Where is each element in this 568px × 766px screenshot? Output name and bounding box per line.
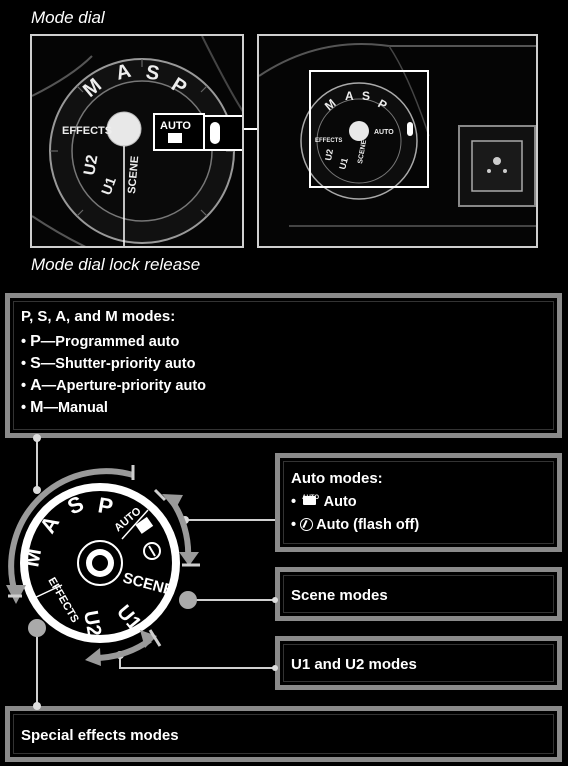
photo2-dial-effects: EFFECTS [315, 138, 342, 144]
camera-top-photo: M A S P AUTO SCENE U1 U2 EFFECTS [257, 34, 538, 248]
effects-title: Special effects modes [21, 727, 179, 744]
list-item: • Auto (flash off) [291, 517, 420, 533]
photo2-dial-a: A [345, 89, 354, 103]
arrowhead [85, 648, 101, 666]
dial-u1: U1 [112, 601, 145, 635]
arrowhead [179, 552, 199, 566]
mode-dial-closeup-photo: M A S P EFFECTS U2 U1 SCENE AUTO [30, 34, 244, 248]
dial-p: P [96, 492, 115, 519]
arrowhead [162, 494, 183, 510]
mode-dial-caption: Mode dial [31, 8, 105, 27]
dial-highlight-frame [309, 70, 429, 188]
arrowhead [6, 585, 26, 604]
lock-release-caption: Mode dial lock release [31, 255, 201, 274]
auto-list: • AUTO Auto • Auto (flash off) [291, 491, 419, 537]
camera-icon [168, 133, 182, 143]
photo-dial-scene: SCENE [126, 155, 141, 194]
photo2-dial-auto: AUTO [374, 129, 394, 136]
dial-flash-off-icon [143, 542, 161, 560]
user-modes-panel: U1 and U2 modes [275, 636, 562, 690]
photo-dial-s: S [144, 61, 161, 85]
list-item: • S—Shutter-priority auto [21, 355, 196, 372]
psam-list: • P—Programmed auto • S—Shutter-priority… [21, 331, 206, 419]
photo2-dial-u1: U1 [337, 157, 350, 171]
connector-user [119, 655, 275, 669]
auto-title: Auto modes: [291, 470, 383, 487]
psam-title: P, S, A, and M modes: [21, 308, 176, 325]
psam-range-arc [8, 468, 134, 597]
dial-u2: U2 [79, 609, 105, 638]
dial-s: S [64, 491, 88, 520]
photo-dial-auto: AUTO [160, 120, 191, 132]
scene-modes-panel: Scene modes [275, 567, 562, 621]
index-mark [210, 122, 220, 144]
photo-dial-u2: U2 [81, 154, 101, 177]
dial-face [28, 491, 172, 635]
mode-dial-closeup-illustration: M A S P EFFECTS U2 U1 SCENE AUTO [32, 36, 242, 246]
dial-effects: EFFECTS [45, 576, 80, 625]
dial-camera-icon [135, 516, 154, 534]
effects-marker-dot [28, 619, 46, 637]
auto-range-arc [167, 496, 192, 561]
psam-modes-panel: P, S, A, and M modes: • P—Programmed aut… [5, 293, 562, 438]
dial-outer-ring [20, 483, 180, 643]
list-item: • P—Programmed auto [21, 333, 180, 350]
dial-m: M [18, 546, 46, 568]
dial-a: A [35, 511, 65, 537]
effects-modes-panel: Special effects modes [5, 706, 562, 762]
dial-scene: SCENE [121, 569, 175, 599]
photo2-dial-u2: U2 [323, 148, 335, 161]
camera-top-illustration: M A S P AUTO SCENE U1 U2 EFFECTS [259, 43, 536, 227]
user-range-arc [91, 637, 152, 662]
scene-title: Scene modes [291, 587, 388, 604]
photo-dial-u1: U1 [98, 175, 119, 197]
list-item: • A—Aperture-priority auto [21, 377, 207, 394]
auto-camera-icon: AUTO [300, 493, 320, 507]
flash-off-icon [300, 518, 314, 531]
photo-dial-effects: EFFECTS [62, 125, 112, 137]
scene-marker-dot [179, 591, 197, 609]
photo-dial-a: A [114, 60, 134, 85]
list-item: • M—Manual [21, 399, 108, 416]
photo2-dial-s: S [362, 89, 370, 103]
photo2-dial-scene: SCENE [357, 139, 368, 164]
arrowhead [140, 630, 157, 648]
auto-modes-panel: Auto modes: • AUTO Auto • Auto (flash of… [275, 453, 562, 552]
dial-auto: AUTO [112, 505, 144, 534]
list-item: • AUTO Auto [291, 493, 357, 510]
user-modes-title: U1 and U2 modes [291, 656, 417, 673]
